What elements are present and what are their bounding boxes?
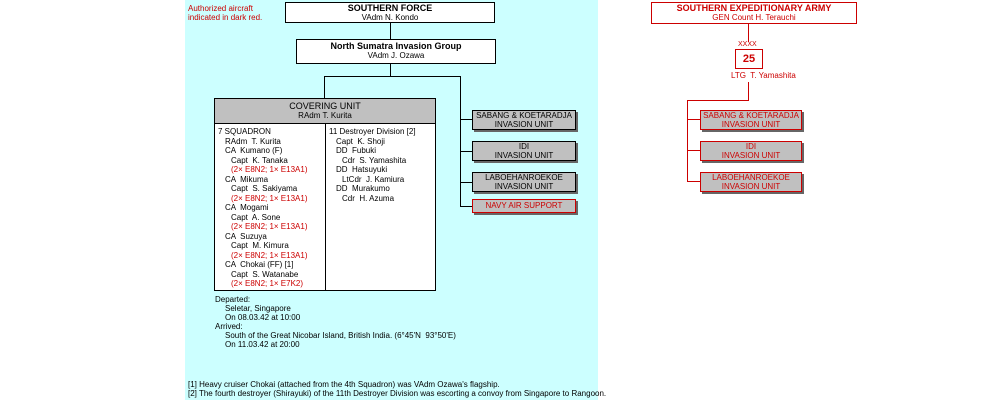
squadron-7-line: (2× E8N2; 1× E7K2): [231, 279, 304, 288]
squadron-7-line: (2× E8N2; 1× E13A1): [231, 250, 308, 260]
destroyer-division-line: Cdr H. Azuma: [342, 193, 395, 203]
connector: [460, 151, 472, 152]
covering-unit-header: COVERING UNIT RAdm T. Kurita: [214, 98, 436, 124]
footnote-1: [1] Heavy cruiser Chokai (attached from …: [188, 380, 500, 389]
departed-label: Departed:: [215, 295, 251, 304]
squadron-7-line: RAdm T. Kurita: [225, 136, 281, 146]
arrived-date: On 11.03.42 at 20:00: [225, 340, 300, 349]
footnote-2: [2] The fourth destroyer (Shirayuki) of …: [188, 389, 607, 398]
destroyer-division-line: DD Fubuki: [336, 146, 377, 155]
southern-force-title: SOUTHERN FORCE: [347, 3, 433, 13]
departed-date: On 08.03.42 at 10:00: [225, 313, 301, 322]
departed-place: Seletar, Singapore: [225, 304, 291, 313]
southern-force-commander: VAdm N. Kondo: [361, 13, 419, 22]
navy-unit-idi: IDI INVASION UNIT: [472, 141, 576, 161]
destroyer-division-line: DD Murakumo: [336, 184, 390, 193]
squadron-7-line: (2× E8N2; 1× E13A1): [231, 193, 308, 203]
destroyer-division-line: Capt K. Shoji: [336, 136, 385, 146]
column-divider: [325, 124, 326, 291]
army-25-commander: LTG T. Yamashita: [731, 71, 796, 80]
army-echelon: XXXX: [738, 41, 757, 48]
army-unit-sabang: SABANG & KOETARADJA INVASION UNIT: [700, 110, 802, 130]
army-25-box: 25: [735, 49, 763, 69]
army-commander: GEN Count H. Terauchi: [712, 13, 796, 22]
covering-unit-commander: RAdm T. Kurita: [298, 111, 352, 120]
army-unit-laboehanroekoe: LABOEHANROEKOE INVASION UNIT: [700, 172, 802, 192]
army-connector: [687, 100, 749, 101]
connector: [324, 76, 460, 77]
army-connector: [687, 181, 700, 182]
army-connector: [687, 119, 700, 120]
connector: [460, 119, 472, 120]
navy-unit-sabang: SABANG & KOETARADJA INVASION UNIT: [472, 110, 576, 130]
aircraft-note: Authorized aircraft indicated in dark re…: [188, 4, 263, 22]
army-connector: [748, 24, 749, 42]
army-connector: [748, 82, 749, 100]
destroyer-division-line: LtCdr J. Kamiura: [342, 174, 405, 184]
squadron-7-line: Capt S. Watanabe: [231, 269, 299, 279]
army-box: SOUTHERN EXPEDITIONARY ARMY GEN Count H.…: [651, 2, 857, 24]
destroyer-division-line: DD Hatsuyuki: [336, 165, 388, 174]
squadron-7-line: (2× E8N2; 1× E13A1): [231, 222, 308, 231]
invasion-group-box: North Sumatra Invasion Group VAdm J. Oza…: [296, 39, 496, 64]
army-title: SOUTHERN EXPEDITIONARY ARMY: [676, 3, 832, 13]
invasion-group-commander: VAdm J. Ozawa: [367, 51, 425, 60]
navy-air-support: NAVY AIR SUPPORT: [472, 199, 576, 213]
squadron-7-line: Capt S. Sakiyama: [231, 184, 298, 193]
squadron-7-line: CA Chokai (FF) [1]: [225, 260, 294, 269]
squadron-7-line: CA Suzuya: [225, 231, 267, 241]
southern-force-box: SOUTHERN FORCE VAdm N. Kondo: [285, 2, 495, 23]
destroyer-division-line: Cdr S. Yamashita: [342, 155, 407, 165]
connector: [324, 76, 325, 98]
connector: [460, 206, 472, 207]
connector: [460, 76, 461, 207]
navy-unit-laboehanroekoe: LABOEHANROEKOE INVASION UNIT: [472, 172, 576, 192]
army-connector: [687, 100, 688, 181]
squadron-7-line: CA Mogami: [225, 203, 269, 212]
arrived-place: South of the Great Nicobar Island, Briti…: [225, 331, 456, 340]
connector: [390, 64, 391, 76]
arrived-label: Arrived:: [215, 322, 243, 331]
army-connector: [687, 150, 700, 151]
squadron-7-line: Capt M. Kimura: [231, 241, 289, 250]
squadron-7-line: CA Mikuma: [225, 174, 269, 184]
connector: [460, 182, 472, 183]
invasion-group-title: North Sumatra Invasion Group: [330, 41, 462, 51]
squadron-7-line: 7 SQUADRON: [218, 127, 271, 136]
squadron-7-line: CA Kumano (F): [225, 146, 283, 155]
squadron-7-line: Capt A. Sone: [231, 212, 281, 222]
squadron-7-line: Capt K. Tanaka: [231, 155, 288, 165]
destroyer-division-line: 11 Destroyer Division [2]: [329, 127, 416, 136]
squadron-7-line: (2× E8N2; 1× E13A1): [231, 165, 308, 174]
army-number: 25: [742, 53, 756, 65]
connector: [390, 23, 391, 39]
covering-unit-title: COVERING UNIT: [289, 101, 361, 111]
army-unit-idi: IDI INVASION UNIT: [700, 141, 802, 161]
